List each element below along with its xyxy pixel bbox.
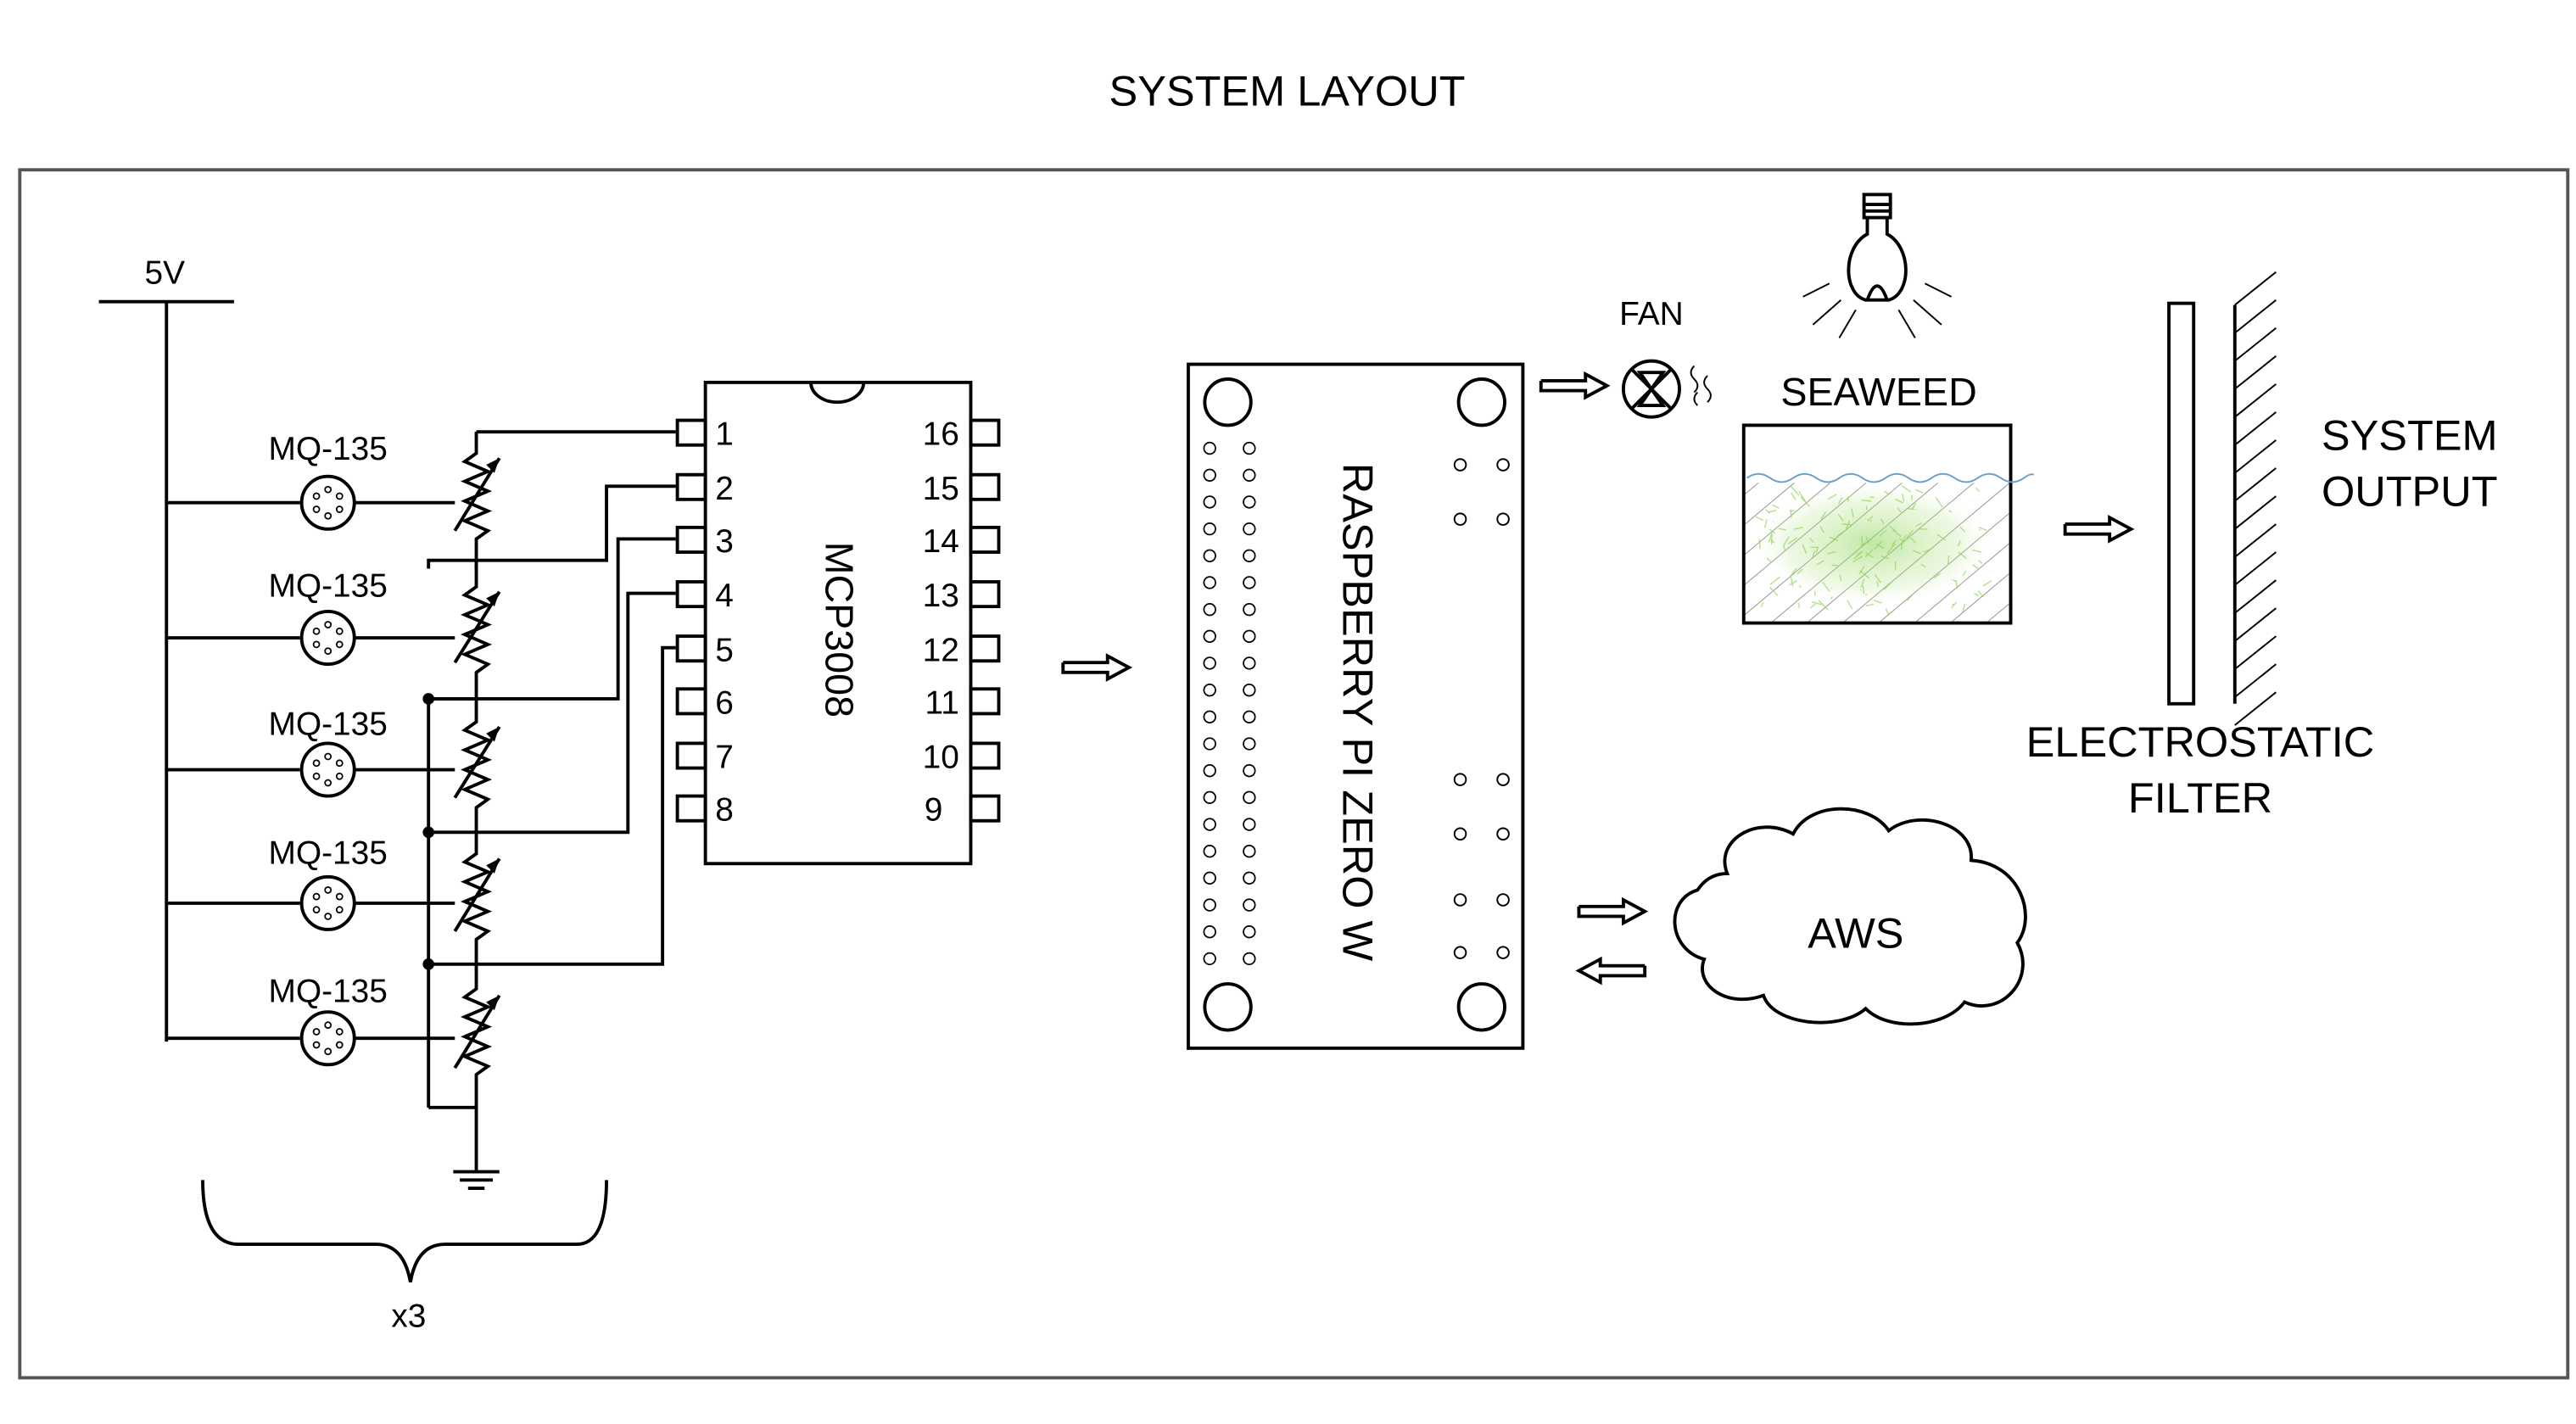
sensor-row-3: MQ-135	[166, 706, 455, 798]
sensor-row-2: MQ-135	[166, 567, 455, 667]
ic-pin-label: 9	[925, 792, 943, 829]
seaweed-tank: SEAWEED	[1741, 370, 2035, 625]
aws-cloud: AWS	[1673, 807, 2027, 1026]
sensor-label: MQ-135	[268, 835, 387, 871]
potentiometer-column	[453, 432, 501, 1170]
arrow-icon	[1061, 653, 1133, 682]
fan-icon	[1621, 359, 1681, 419]
sensor-label: MQ-135	[268, 431, 387, 467]
water-surface	[1746, 472, 2035, 483]
ic-pin-label: 7	[715, 740, 734, 776]
supply-rail: 5V	[98, 254, 234, 1042]
ic-pin-label: 1	[715, 416, 734, 453]
ic-pin-label: 13	[923, 578, 959, 614]
ic-pin-label: 2	[715, 471, 734, 507]
sensor-label: MQ-135	[268, 706, 387, 743]
cloud-icon	[1673, 807, 2027, 1026]
fan-label: FAN	[1619, 296, 1684, 332]
potentiometer-icon	[453, 432, 501, 564]
sensor-row-4: MQ-135	[166, 835, 455, 931]
gas-sensor-icon	[299, 874, 356, 931]
ic-name: MCP3008	[817, 542, 861, 718]
gas-sensor-icon	[299, 1010, 356, 1067]
adc-input-wires	[427, 430, 676, 966]
sensor-array: MQ-135 MQ-135 MQ-135	[166, 431, 455, 1067]
supply-label: 5V	[145, 254, 186, 291]
side-pads	[1453, 458, 1510, 959]
diagram-title: SYSTEM LAYOUT	[1109, 66, 1466, 114]
ic-pin-label: 15	[923, 471, 959, 507]
ground-icon	[453, 1170, 500, 1190]
raspberry-pi-board: RASPBERRY PI ZERO W	[1187, 362, 1525, 1050]
arrow-icon	[1577, 896, 1649, 926]
ic-pin-label: 11	[925, 684, 959, 721]
sensor-group-brace: x3	[201, 1180, 608, 1334]
fan-unit: FAN	[1619, 296, 1712, 419]
multiplier-label: x3	[391, 1298, 426, 1334]
gpio-header	[1203, 441, 1256, 966]
ic-pin-label: 14	[923, 523, 959, 560]
board-name: RASPBERRY PI ZERO W	[1334, 463, 1383, 962]
mcp3008-chip: 1 2 3 4 5 6 7 8 16 15 14 13 12 11 10 9 M…	[675, 380, 1001, 866]
outer-frame	[18, 168, 2570, 1380]
ic-pin-label: 5	[715, 632, 734, 668]
gas-sensor-icon	[299, 610, 356, 667]
ic-pin-label: 6	[715, 684, 734, 721]
potentiometer-icon	[453, 698, 501, 833]
ic-pin-label: 16	[923, 416, 959, 453]
sensor-row-1: MQ-135	[166, 431, 455, 531]
sensor-row-5: MQ-135	[166, 973, 455, 1067]
gas-sensor-icon	[299, 474, 356, 531]
potentiometer-icon	[453, 832, 501, 964]
gas-sensor-icon	[299, 741, 356, 798]
output-wall: SYSTEM OUTPUT	[2232, 271, 2498, 726]
arrow-icon	[1575, 956, 1647, 986]
output-label-line2: OUTPUT	[2322, 467, 2498, 516]
filter-label-line1: ELECTROSTATIC	[2026, 718, 2375, 766]
ic-pin-label: 3	[715, 523, 734, 560]
ic-pin-label: 4	[715, 578, 734, 614]
ic-pin-label: 8	[715, 792, 734, 829]
potentiometer-icon	[453, 563, 501, 699]
arrow-icon	[1539, 371, 1611, 400]
electrostatic-filter: ELECTROSTATIC FILTER	[2026, 301, 2375, 822]
output-label-line1: SYSTEM	[2322, 411, 2498, 460]
sensor-label: MQ-135	[268, 567, 387, 604]
tank-label: SEAWEED	[1780, 370, 1976, 414]
filter-label-line2: FILTER	[2128, 773, 2272, 822]
ic-pin-label: 10	[923, 740, 959, 776]
ground-bus	[422, 693, 500, 1190]
seaweed-growth	[1750, 481, 1998, 607]
potentiometer-icon	[453, 963, 501, 1170]
arrow-icon	[2063, 514, 2135, 544]
airflow-icon	[1690, 365, 1712, 406]
light-bulb-icon	[1802, 193, 1953, 338]
ic-pin-label: 12	[923, 632, 959, 668]
sensor-label: MQ-135	[268, 973, 387, 1009]
cloud-label: AWS	[1808, 908, 1903, 957]
